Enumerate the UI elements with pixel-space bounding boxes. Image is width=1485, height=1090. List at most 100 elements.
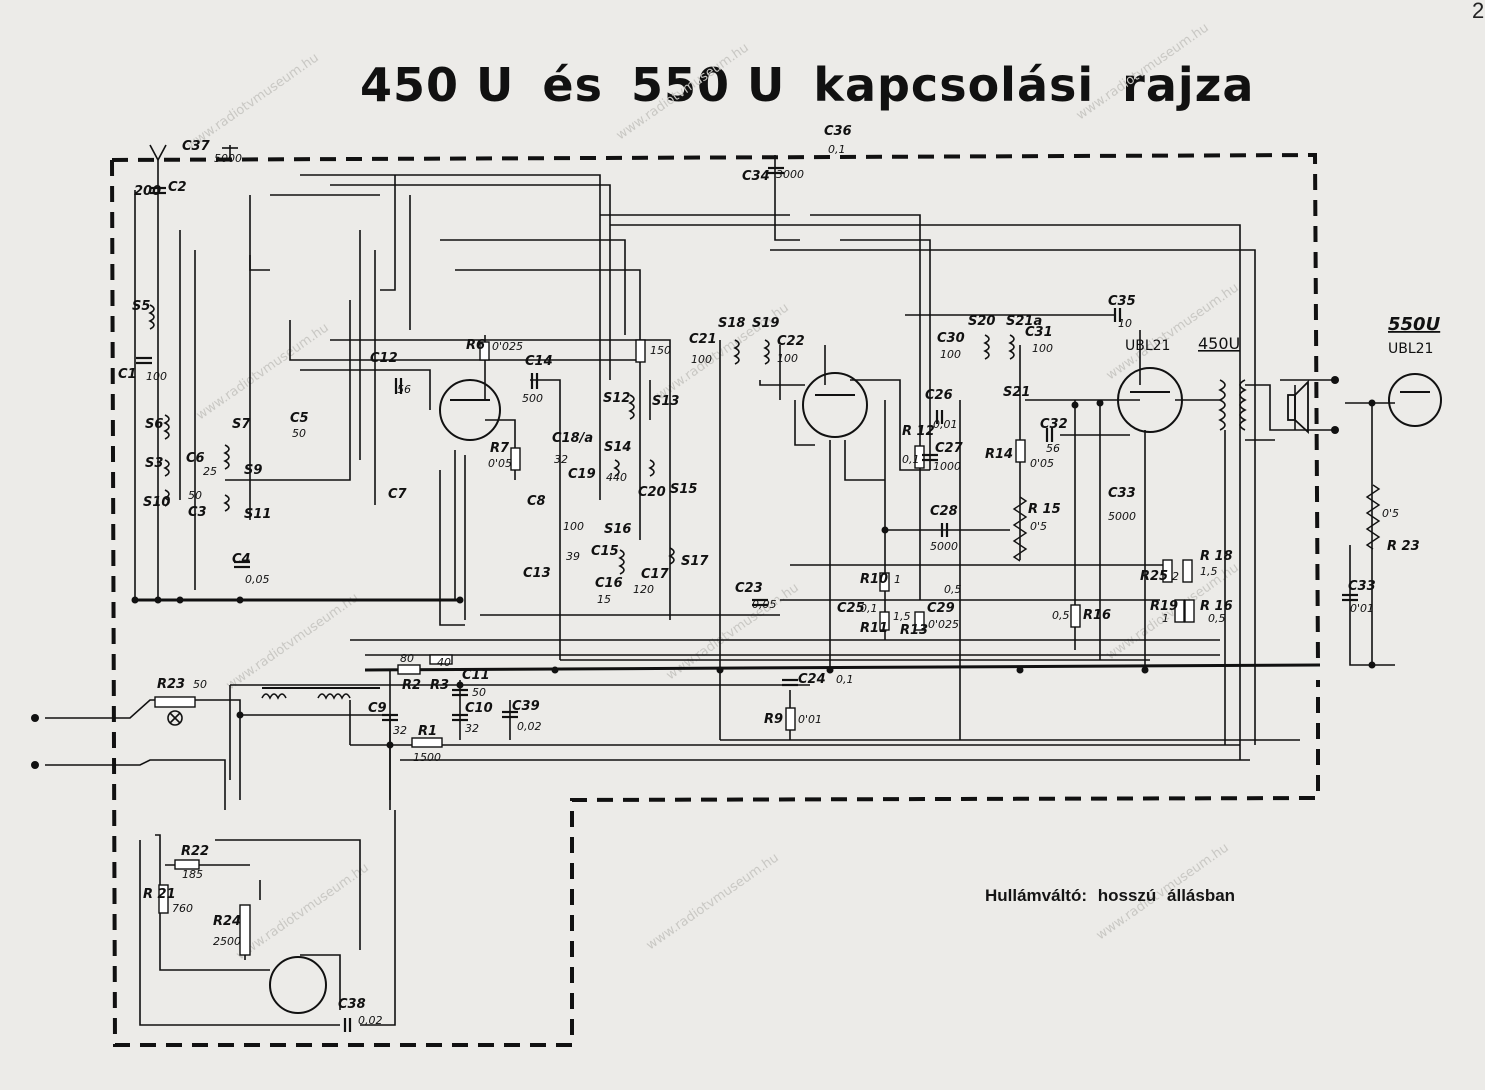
svg-text:56: 56	[397, 383, 411, 396]
label-C19: C19	[568, 467, 596, 482]
label-C4: C4	[232, 552, 251, 567]
resistor-R1	[411, 737, 443, 748]
tube-output-550u	[1388, 373, 1442, 427]
label-C33a: C33	[1108, 486, 1136, 501]
svg-text:100: 100	[777, 352, 798, 365]
title-word-kapcsolasi: kapcsolási	[813, 58, 1095, 112]
coils	[148, 304, 1247, 700]
svg-text:5000: 5000	[930, 540, 958, 553]
label-R11: R11	[860, 621, 888, 636]
label-C1: C1	[118, 367, 137, 382]
label-model-450u: 450U	[1198, 334, 1240, 353]
svg-text:www.radiotvmuseum.hu: www.radiotvmuseum.hu	[224, 590, 362, 693]
label-C13: C13	[523, 566, 551, 581]
coil-S10	[163, 489, 170, 507]
resistor-150	[635, 339, 646, 363]
coil-S6	[163, 414, 170, 440]
label-C33-right: C33	[1348, 579, 1376, 594]
svg-text:100: 100	[563, 520, 584, 533]
svg-text:100: 100	[940, 348, 961, 361]
label-S3: S3	[145, 456, 163, 471]
label-R15: R 15	[1028, 502, 1061, 517]
svg-text:0,5: 0,5	[1052, 609, 1070, 622]
label-R7: R7	[490, 441, 510, 456]
svg-text:32: 32	[554, 453, 568, 466]
svg-text:500: 500	[522, 392, 543, 405]
svg-text:1,5: 1,5	[1200, 565, 1218, 578]
coil-S20	[983, 334, 990, 360]
resistors	[154, 339, 1381, 956]
label-C26: C26	[925, 388, 953, 403]
potentiometer-R15	[1012, 496, 1028, 562]
resistor-R7	[510, 447, 521, 471]
svg-text:150: 150	[650, 344, 671, 357]
label-C12: C12	[370, 351, 398, 366]
svg-text:32: 32	[393, 724, 407, 737]
label-C11: C11	[462, 668, 490, 683]
label-C27: C27	[935, 441, 964, 456]
label-C30: C30	[937, 331, 965, 346]
svg-text:www.radiotvmuseum.hu: www.radiotvmuseum.hu	[614, 40, 752, 143]
svg-text:0'05: 0'05	[488, 457, 512, 470]
svg-text:0,1: 0,1	[836, 673, 854, 686]
page-number: 2	[1472, 0, 1485, 23]
mains-transformer-coil-2	[317, 693, 351, 700]
svg-text:100: 100	[146, 370, 167, 383]
label-C24: C24	[798, 672, 826, 687]
label-model-550u: 550U	[1388, 314, 1441, 335]
label-C6: C6	[186, 451, 205, 466]
label-R26: R 16	[1200, 599, 1233, 614]
label-C21: C21	[689, 332, 717, 347]
coil-S14	[613, 459, 620, 477]
component-labels: C37 5000 200 C2 C36 0,1 C34 3000 S5 C1 1…	[118, 124, 1420, 1027]
coil-S3	[163, 459, 170, 477]
svg-text:5000: 5000	[214, 152, 242, 165]
resistor-R16	[1070, 604, 1081, 628]
label-R1: R1	[418, 724, 437, 739]
label-S18: S18	[718, 316, 745, 331]
label-S12: S12	[603, 391, 630, 406]
resistor-R24	[239, 904, 251, 956]
svg-text:0,5: 0,5	[944, 583, 962, 596]
resistor-R26	[1184, 599, 1195, 623]
svg-text:0,5: 0,5	[1208, 612, 1226, 625]
svg-text:50: 50	[188, 489, 202, 502]
svg-text:0'5: 0'5	[1382, 507, 1399, 520]
chassis-outline	[110, 152, 1320, 1047]
resistor-R13	[914, 611, 925, 631]
label-C37: C37	[182, 139, 211, 154]
svg-text:www.radiotvmuseum.hu: www.radiotvmuseum.hu	[184, 50, 322, 153]
svg-text:0'01: 0'01	[798, 713, 822, 726]
svg-text:185: 185	[182, 868, 203, 881]
svg-text:760: 760	[172, 902, 193, 915]
svg-text:0'05: 0'05	[1030, 457, 1054, 470]
svg-text:40: 40	[437, 656, 451, 669]
resistor-R19	[1174, 599, 1185, 623]
svg-text:2500: 2500	[213, 935, 241, 948]
wave-switch-caption: Hullámváltó: hosszú állásban	[985, 886, 1236, 905]
label-C34: C34	[742, 169, 770, 184]
label-R14: R14	[985, 447, 1013, 462]
coil-S9	[223, 444, 230, 470]
label-R22: R22	[181, 844, 209, 859]
svg-text:200: 200	[134, 184, 161, 199]
svg-text:www.radiotvmuseum.hu: www.radiotvmuseum.hu	[194, 320, 332, 423]
svg-text:15: 15	[597, 593, 611, 606]
label-tube-ubl21-450u: UBL21	[1125, 338, 1170, 354]
label-C8: C8	[527, 494, 546, 509]
pilot-lamp	[167, 710, 183, 726]
svg-text:www.radiotvmuseum.hu: www.radiotvmuseum.hu	[1074, 20, 1212, 123]
label-R13: R13	[900, 623, 928, 638]
svg-text:1500: 1500	[413, 751, 441, 764]
resistor-R10	[879, 572, 890, 592]
svg-text:80: 80	[400, 652, 414, 665]
resistor-R21	[158, 884, 169, 914]
svg-text:0,05: 0,05	[752, 598, 777, 611]
wiring	[45, 144, 1395, 1026]
svg-text:0,1: 0,1	[902, 453, 920, 466]
svg-text:1: 1	[894, 573, 901, 586]
svg-text:3000: 3000	[776, 168, 804, 181]
label-S13: S13	[652, 394, 679, 409]
label-tube-ubl21-550u: UBL21	[1388, 341, 1433, 357]
label-R21: R 21	[143, 887, 176, 902]
